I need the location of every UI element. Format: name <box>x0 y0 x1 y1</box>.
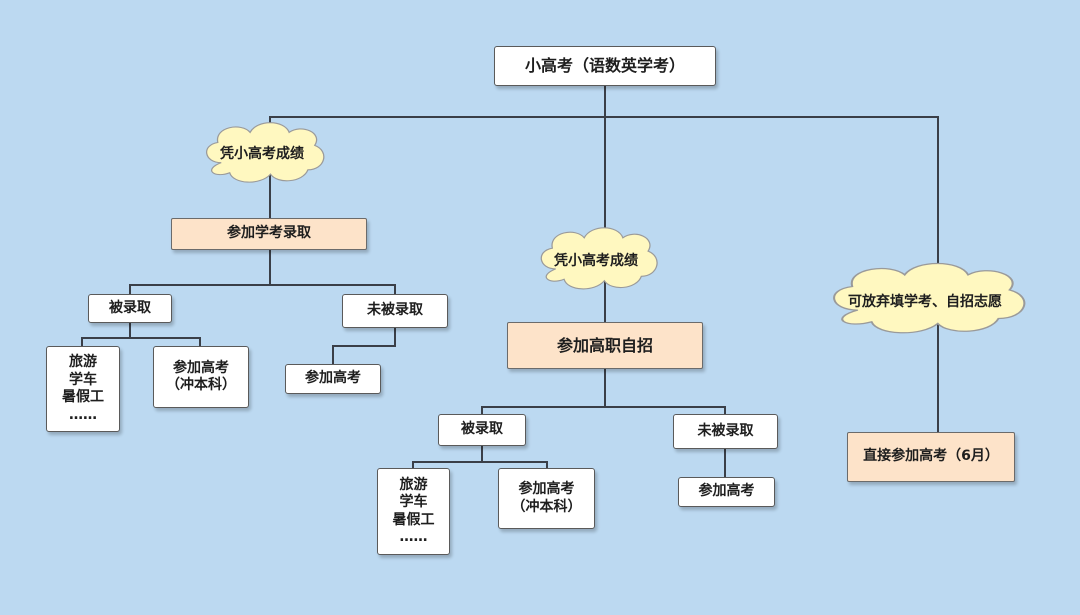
node-middle-travel-options: 旅游 学车 暑假工 …… <box>377 468 450 555</box>
cloud-label-left: 凭小高考成绩 <box>220 146 304 162</box>
node-direct-gaokao: 直接参加高考（6月） <box>847 432 1015 482</box>
cloud-shape-middle <box>540 227 658 290</box>
cloud-label-right: 可放弃填学考、自招志愿 <box>848 294 1002 310</box>
node-left-travel-options: 旅游 学车 暑假工 …… <box>46 346 120 432</box>
node-middle-not-admitted: 未被录取 <box>673 414 778 449</box>
cloud-label-middle: 凭小高考成绩 <box>554 253 638 269</box>
cloud-shape-right <box>833 262 1026 334</box>
node-vocational-self-admission: 参加高职自招 <box>507 322 703 369</box>
root-node: 小高考（语数英学考） <box>494 46 716 86</box>
node-left-not-admitted: 未被录取 <box>342 294 448 328</box>
cloud-shape-left <box>206 122 325 183</box>
node-middle-gaokao: 参加高考 <box>678 477 775 507</box>
node-left-gaokao-undergrad: 参加高考 （冲本科） <box>153 346 249 408</box>
node-left-gaokao: 参加高考 <box>285 364 381 394</box>
node-middle-gaokao-undergrad: 参加高考 （冲本科） <box>498 468 595 529</box>
node-xuekao-admission: 参加学考录取 <box>171 218 367 250</box>
node-left-admitted: 被录取 <box>88 294 172 323</box>
node-middle-admitted: 被录取 <box>438 414 526 446</box>
